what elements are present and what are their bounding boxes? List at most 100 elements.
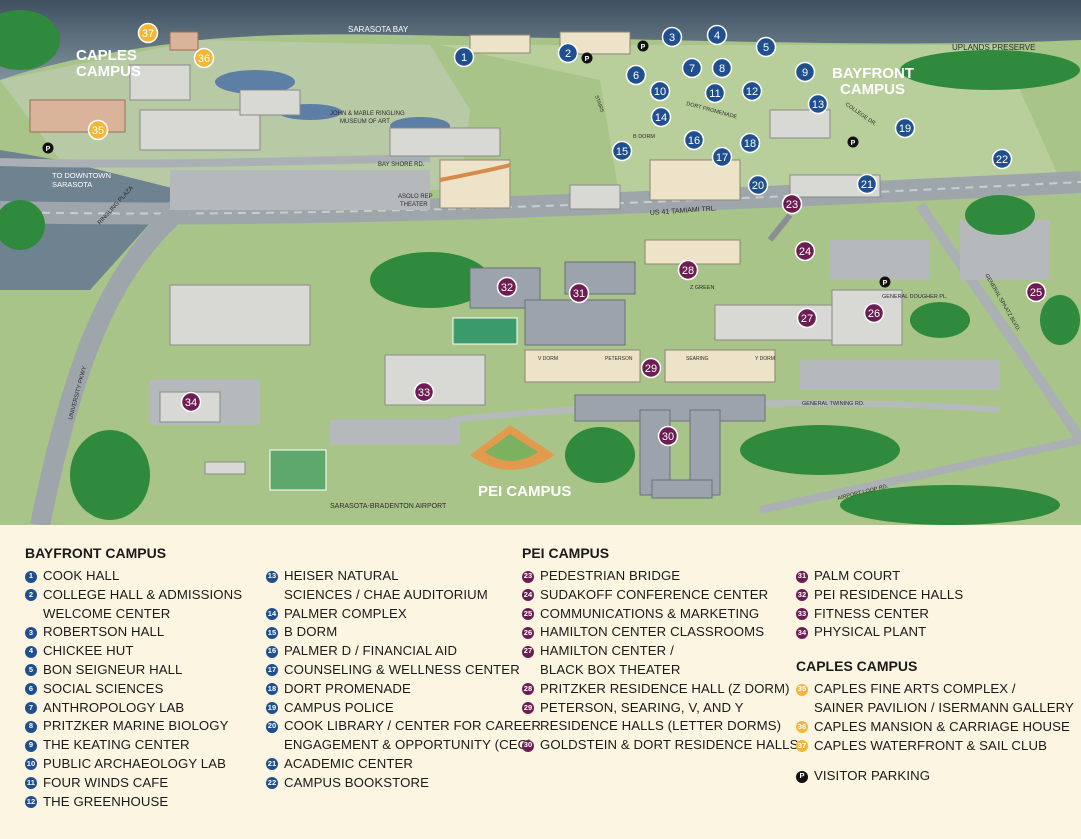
- map-marker-number: 11: [709, 88, 720, 100]
- map-marker-19: 19: [894, 117, 916, 139]
- legend-number-badge: 22: [266, 777, 278, 790]
- legend-item-label: COLLEGE HALL & ADMISSIONS WELCOME CENTER: [43, 586, 243, 621]
- legend-item-label: BON SEIGNEUR HALL: [43, 661, 183, 677]
- legend-item-label: ACADEMIC CENTER: [284, 755, 413, 771]
- legend-item-label: CAPLES MANSION & CARRIAGE HOUSE: [814, 718, 1070, 734]
- map-marker-10: 10: [649, 80, 671, 102]
- map-marker-number: 2: [565, 48, 571, 60]
- legend-item-label: COUNSELING & WELLNESS CENTER: [284, 661, 520, 677]
- map-marker-circle: [781, 193, 803, 215]
- legend-number-badge: 12: [25, 796, 37, 809]
- legend-number-badge: 19: [266, 702, 278, 715]
- legend-item-label: PUBLIC ARCHAEOLOGY LAB: [43, 755, 226, 771]
- map-marker-20: 20: [747, 174, 769, 196]
- map-marker-circle: [453, 46, 475, 68]
- map-marker-23: 23: [781, 193, 803, 215]
- legend-number-badge: 37: [796, 740, 808, 753]
- legend-number-badge: 7: [25, 702, 37, 715]
- general-dougher-label: GENERAL DOUGHER PL.: [882, 294, 948, 300]
- map-marker-circle: [796, 307, 818, 329]
- legend-number-badge: 9: [25, 739, 37, 752]
- legend-number-badge: 20: [266, 720, 278, 733]
- legend-number-badge: 11: [25, 777, 37, 790]
- map-marker-circle: [863, 302, 885, 324]
- legend-item-label: CAPLES WATERFRONT & SAIL CLUB: [814, 737, 1047, 753]
- map-marker-2: 2: [557, 42, 579, 64]
- map-marker-13: 13: [807, 93, 829, 115]
- map-marker-number: 12: [746, 86, 758, 98]
- residence-halls: [469, 261, 766, 499]
- baseball-infield: [485, 434, 538, 461]
- bay-shore-road: [0, 154, 431, 168]
- y-dorm-label: Y DORM: [755, 356, 775, 362]
- legend-number-badge: 26: [522, 626, 534, 639]
- map-marker-circle: [568, 282, 590, 304]
- map-marker-35: 35: [87, 119, 109, 141]
- letter-dorms: [439, 31, 776, 383]
- map-marker-number: 17: [716, 152, 728, 164]
- map-marker-number: 24: [799, 246, 811, 258]
- map-marker-16: 16: [683, 129, 705, 151]
- map-marker-number: 36: [198, 53, 210, 65]
- parking-icon: P: [879, 276, 891, 288]
- parking-icon-circle: [879, 276, 891, 288]
- map-marker-4: 4: [706, 24, 728, 46]
- legend-number-badge: 4: [25, 645, 37, 658]
- map-marker-circle: [856, 173, 878, 195]
- legend-number-badge: 5: [25, 664, 37, 677]
- legend-item-label: SOCIAL SCIENCES: [43, 680, 164, 696]
- legend-item-5: 5 BON SEIGNEUR HALL: [25, 661, 242, 680]
- map-marker-37: 37: [137, 22, 159, 44]
- peterson-label: PETERSON: [605, 356, 633, 362]
- bayfront-campus-heading: BAYFRONT CAMPUS: [25, 545, 167, 561]
- map-marker-circle: [413, 381, 435, 403]
- map-marker-number: 18: [744, 138, 756, 150]
- map-marker-number: 31: [573, 288, 585, 300]
- map-marker-circle: [649, 80, 671, 102]
- legend-number-badge: 27: [522, 645, 534, 658]
- legend-item-label: PEDESTRIAN BRIDGE: [540, 568, 681, 583]
- ringling-museum-line2: MUSEUM OF ART: [340, 119, 390, 125]
- sarasota-bay-label: SARASOTA BAY: [348, 25, 409, 34]
- map-marker-12: 12: [741, 80, 763, 102]
- parking-icon-circle: [581, 52, 593, 64]
- map-marker-29: 29: [640, 357, 662, 379]
- map-marker-28: 28: [677, 259, 699, 281]
- map-marker-number: 32: [501, 282, 513, 294]
- map-marker-number: 29: [645, 363, 657, 375]
- legend-item-label: PRITZKER RESIDENCE HALL (Z DORM): [540, 680, 790, 696]
- legend-number-badge: 18: [266, 683, 278, 696]
- parking-icon-letter: P: [585, 56, 590, 63]
- map-marker-number: 5: [763, 42, 769, 54]
- map-marker-circle: [193, 47, 215, 69]
- legend-number-badge: 34: [796, 626, 808, 639]
- map-marker-21: 21: [856, 173, 878, 195]
- b-dorm-label: B DORM: [633, 134, 655, 140]
- pei-campus-heading: PEI CAMPUS: [522, 545, 610, 561]
- general-twining-label: GENERAL TWINING RD.: [802, 401, 865, 407]
- map-marker-6: 6: [625, 64, 647, 86]
- map-marker-32: 32: [496, 276, 518, 298]
- map-marker-number: 20: [752, 180, 764, 192]
- map-marker-circle: [496, 276, 518, 298]
